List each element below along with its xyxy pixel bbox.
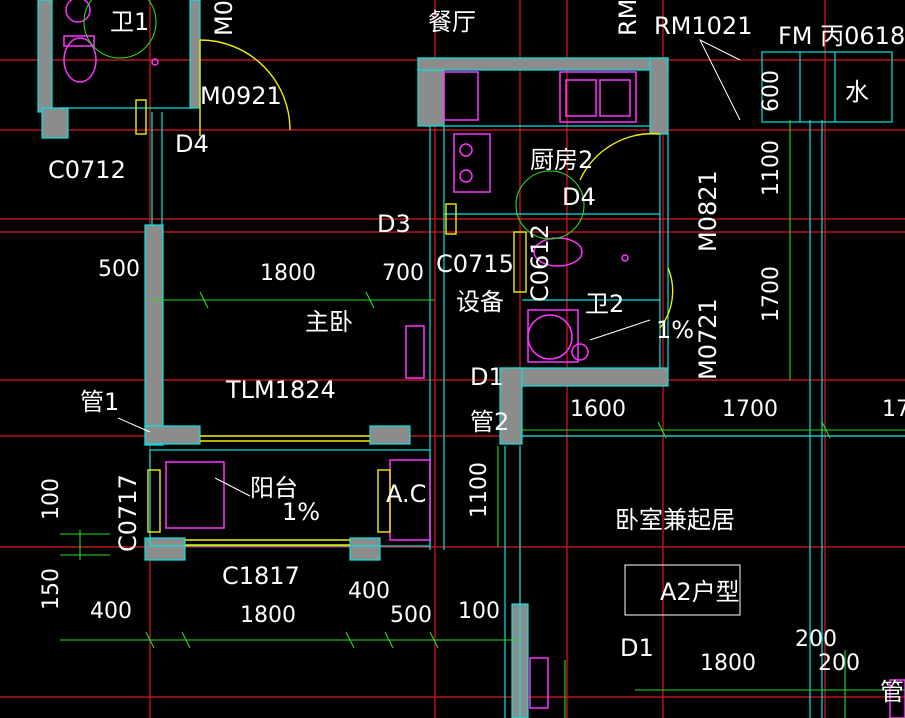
code-c1817: C1817 xyxy=(222,562,300,590)
slope-toilet: 1% xyxy=(656,316,694,344)
fixtures xyxy=(63,0,905,718)
tag-fm: FM 丙0618 xyxy=(778,22,905,50)
tag-d1-bottom: D1 xyxy=(620,634,654,662)
tag-d3: D3 xyxy=(377,210,411,238)
dim-400-a: 400 xyxy=(90,599,132,624)
slopes: 1% 1% xyxy=(282,316,694,526)
label-equipment: 设备 xyxy=(456,288,504,316)
toilet-top xyxy=(63,37,97,83)
dim-200-a: 200 xyxy=(795,627,837,652)
leader-lines xyxy=(117,38,741,616)
dim-500-bottom: 500 xyxy=(390,603,432,628)
tag-toilet-top: 卫1 xyxy=(110,8,149,36)
dim-1600: 1600 xyxy=(570,397,626,422)
walls xyxy=(37,0,669,718)
label-bedroom-living: 卧室兼起居 xyxy=(615,506,735,534)
slope-balcony: 1% xyxy=(282,498,320,526)
code-rm-vertical: RM xyxy=(614,0,642,36)
label-dining: 餐厅 xyxy=(428,8,476,36)
label-balcony: 阳台 xyxy=(250,474,298,502)
label-kitchen: 厨房2 xyxy=(530,146,593,174)
tag-d1-mid: D1 xyxy=(470,363,504,391)
tag-pipe-bottom: 管 xyxy=(880,678,904,706)
dimensions: 500 1800 700 1600 1700 17 1100 1100 1700… xyxy=(39,70,905,676)
code-c0612: C0612 xyxy=(526,224,554,302)
dim-700: 700 xyxy=(382,261,424,286)
label-master-bedroom: 主卧 xyxy=(305,308,353,336)
dim-100-bottom: 100 xyxy=(458,599,500,624)
code-rm1021: RM1021 xyxy=(654,12,752,40)
codes: M0921 C0712 C0715 TLM1824 C1817 RM1021 C… xyxy=(48,0,752,590)
tag-d4-kitchen: D4 xyxy=(562,183,596,211)
code-m0921: M0921 xyxy=(200,82,282,110)
dim-1800-room: 1800 xyxy=(260,261,316,286)
dim-1100-right: 1100 xyxy=(759,140,784,196)
tag-pipe2: 管2 xyxy=(470,408,509,436)
tag-ac: A.C xyxy=(386,480,426,508)
dim-1800-bottom: 1800 xyxy=(240,603,296,628)
code-c0717: C0717 xyxy=(114,474,142,552)
wall-lines xyxy=(60,51,905,718)
code-m0721: M0721 xyxy=(694,298,722,380)
dim-1100-mid: 1100 xyxy=(467,462,492,518)
code-tlm1824: TLM1824 xyxy=(225,376,336,404)
dim-150: 150 xyxy=(39,568,64,610)
label-unit-type: A2户型 xyxy=(660,578,740,606)
dim-1700-v: 1700 xyxy=(759,266,784,322)
dim-500-left: 500 xyxy=(98,257,140,282)
dim-100-left: 100 xyxy=(39,478,64,520)
dimension-lines xyxy=(60,0,905,718)
balcony-tub xyxy=(165,461,225,529)
dim-400-b: 400 xyxy=(348,579,390,604)
code-c0712: C0712 xyxy=(48,156,126,184)
room-labels: 餐厅 厨房2 主卧 设备 阳台 卧室兼起居 A2户型 水 xyxy=(250,8,869,606)
doors-windows xyxy=(135,39,674,546)
dim-17-edge: 17 xyxy=(882,397,905,422)
dim-1700-h: 1700 xyxy=(722,397,778,422)
code-m0821: M0821 xyxy=(694,170,722,252)
code-m0-vertical: M0 xyxy=(210,0,238,36)
stove xyxy=(453,133,491,193)
dim-600: 600 xyxy=(759,70,784,112)
tag-toilet-mid: 卫2 xyxy=(585,290,624,318)
tags: 卫1 卫2 D4 D4 D3 D1 D1 管1 管2 管 A.C FM 丙061… xyxy=(80,8,905,706)
dim-1800-right: 1800 xyxy=(700,651,756,676)
label-water: 水 xyxy=(845,78,869,106)
kitchen-counter xyxy=(443,71,479,121)
tag-pipe1: 管1 xyxy=(80,388,119,416)
tag-d4-left: D4 xyxy=(175,130,209,158)
code-c0715: C0715 xyxy=(436,250,514,278)
dim-200-b: 200 xyxy=(818,651,860,676)
